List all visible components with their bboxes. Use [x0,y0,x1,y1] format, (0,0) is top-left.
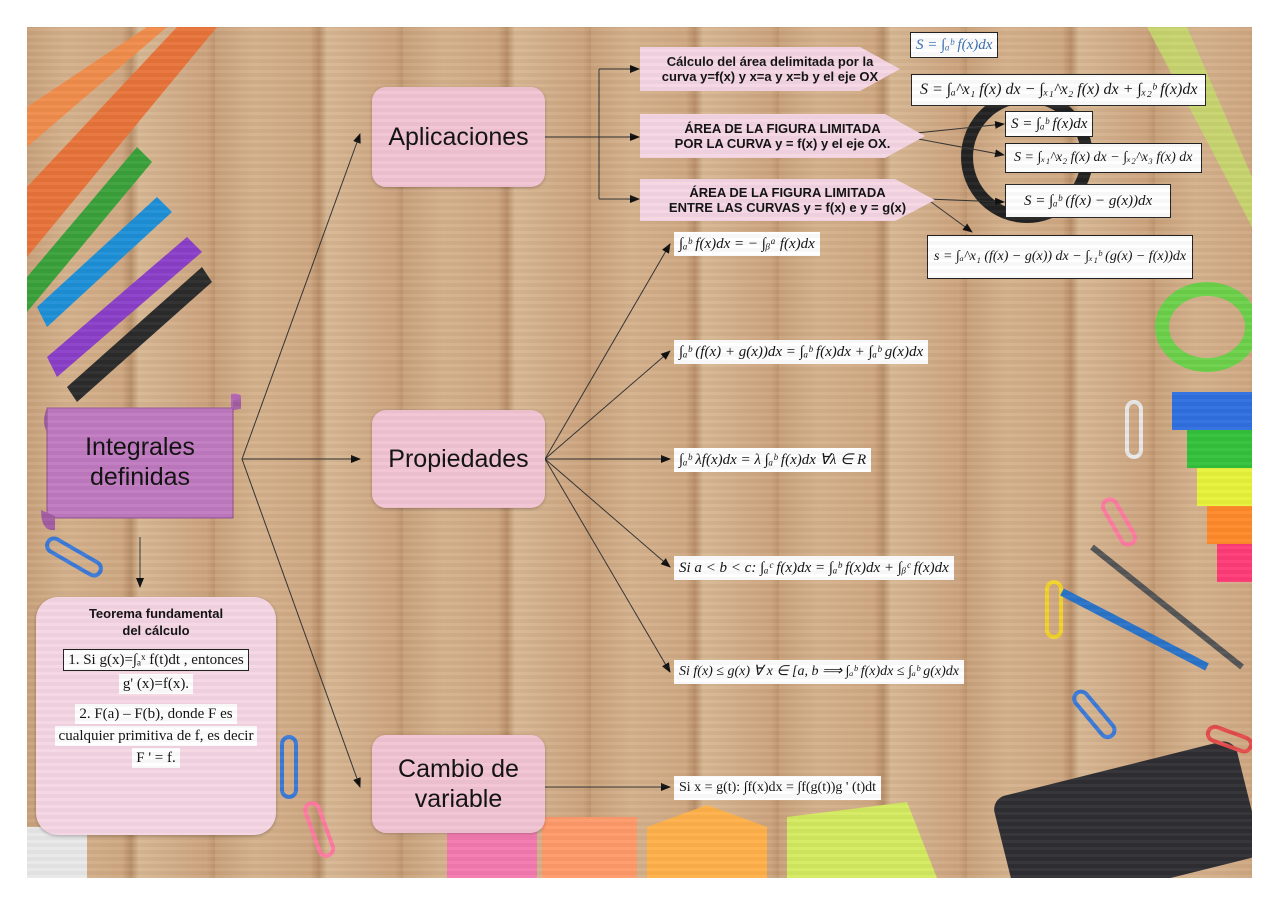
pencil-purple [47,237,202,377]
pencil-light-orange [27,27,167,147]
node-propiedades[interactable]: Propiedades [372,410,545,508]
teorema-box[interactable]: Teorema fundamental del cálculo 1. Si g(… [36,597,276,835]
formula-area1-b: S = ∫ₐ^x₁ f(x) dx − ∫ₓ₁^x₂ f(x) dx + ∫ₓ₂… [911,74,1207,106]
calculator [994,741,1252,878]
aplicacion-item-3-line2: ENTRE LAS CURVAS y = f(x) e y = g(x) [668,200,907,215]
line-prop-4 [544,458,671,568]
teorema-title-line2: del cálculo [122,623,190,638]
paper-clip-pink [1101,497,1137,547]
sticky-note-orange [542,817,637,878]
sticky-tab-orange [1207,506,1252,544]
wood-background: Integrales definidas Aplicaciones Propie… [27,27,1252,878]
scroll-shape [41,393,241,531]
compass-leg [1090,544,1244,670]
formula-area3-b: s = ∫ₐ^x₁ (f(x) − g(x)) dx − ∫ₓ₁ᵇ (g(x) … [927,235,1194,279]
aplicacion-item-2-line1: ÁREA DE LA FIGURA LIMITADA [684,121,881,136]
root-node[interactable]: Integrales definidas [41,392,241,532]
root-label-line2: definidas [89,463,191,491]
sticky-note-yellow [647,805,767,878]
pencil-blue [37,197,172,327]
teorema-item2-line1: 2. F(a) – F(b), donde F es [75,704,237,724]
formula-area1-a: S = ∫ₐᵇ f(x)dx [910,32,999,58]
line-to-cambio [241,458,361,788]
pen-blue [1060,588,1209,671]
paper-clip-yellow [1045,580,1063,639]
aplicacion-item-1-line2: curva y=f(x) y x=a y x=b y el eje OX [661,69,879,84]
formula-area3-a: S = ∫ₐᵇ (f(x) − g(x))dx [1005,184,1172,218]
propiedad-5: Si f(x) ≤ g(x) ∀ x ∈ [a, b ⟹ ∫ₐᵇ f(x)dx … [674,660,965,684]
aplicacion-item-2-line2: POR LA CURVA y = f(x) y el eje OX. [674,136,891,151]
sticky-tab-pink [1217,544,1252,582]
propiedad-4: Si a < b < c: ∫ₐᶜ f(x)dx = ∫ₐᵇ f(x)dx + … [674,556,954,580]
sticky-note-lime [787,802,937,878]
sticky-note-pink [447,827,537,878]
propiedad-2: ∫ₐᵇ (f(x) + g(x))dx = ∫ₐᵇ f(x)dx + ∫ₐᵇ g… [674,340,929,364]
line-to-aplicaciones [241,133,361,460]
aplicacion-item-3-line1: ÁREA DE LA FIGURA LIMITADA [689,185,886,200]
line-prop-2 [544,350,671,460]
teorema-item1-line1: 1. Si g(x)=∫ₐˣ f(t)dt , entonces [63,649,249,671]
line-area3-b [926,198,973,233]
root-label-line1: Integrales [85,433,195,461]
line-prop-1 [544,243,671,460]
pen-black [67,267,212,402]
node-cambio-label-line1: Cambio de [398,755,519,783]
pencil-orange [27,27,217,257]
desk-decorations [27,27,1252,878]
paper-clip-blue-left [280,735,298,799]
sticky-tab-green [1187,430,1252,468]
teorema-item1-line2: g' (x)=f(x). [118,674,194,694]
paper-clip-pink-left [303,801,336,858]
formula-area2-a: S = ∫ₐᵇ f(x)dx [1005,111,1094,137]
line-prop-5 [544,458,671,673]
node-cambio-variable[interactable]: Cambio de variable [372,735,545,833]
paper-clip-blue-root [45,536,103,578]
cambio-formula: Si x = g(t): ∫f(x)dx = ∫f(g(t))g ' (t)dt [674,776,882,800]
teorema-title-line1: Teorema fundamental [88,606,224,621]
propiedad-3: ∫ₐᵇ λf(x)dx = λ ∫ₐᵇ f(x)dx ∀λ ∈ R [674,448,872,472]
connector-lines [136,65,1005,791]
paper-corner [27,827,87,878]
pencil-green [27,147,152,312]
sticky-tab-yellow [1197,468,1252,506]
node-propiedades-label: Propiedades [388,445,529,473]
teorema-item2-line2: cualquier primitiva de f, es decir [54,726,258,746]
node-aplicaciones[interactable]: Aplicaciones [372,87,545,187]
sticky-tab-blue [1172,392,1252,430]
paper-clip-blue [1072,689,1117,740]
paper-clip-red [1205,724,1252,754]
paper-clip-white [1125,400,1143,459]
teorema-item2-line3: F ' = f. [132,748,180,768]
formula-area2-b: S = ∫ₓ₁^x₂ f(x) dx − ∫ₓ₂^x₃ f(x) dx [1005,143,1202,173]
propiedad-1: ∫ₐᵇ f(x)dx = − ∫ᵦᵃ f(x)dx [674,232,820,256]
node-cambio-label-line2: variable [414,785,503,813]
aplicacion-item-1-line1: Cálculo del área delimitada por la [666,54,874,69]
tape-roll [1155,282,1252,372]
line-area3-a [926,197,1005,206]
node-aplicaciones-label: Aplicaciones [388,123,529,151]
